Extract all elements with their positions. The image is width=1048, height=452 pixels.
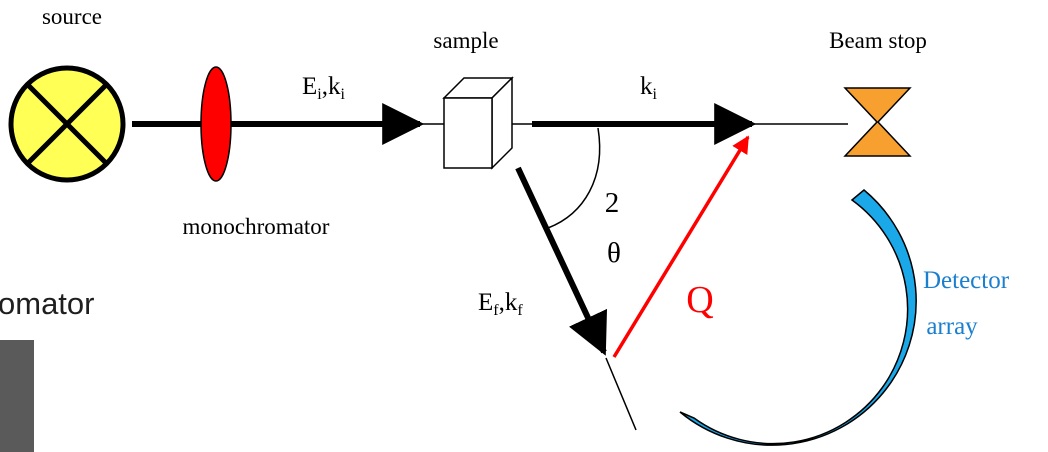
detector-array-icon [679, 189, 917, 446]
angle-two-label: 2 [605, 187, 620, 219]
ef-k: ,k [499, 289, 518, 316]
beam-stop-icon [843, 87, 912, 157]
incident-energy-wavevector-label: Ei,ki [302, 73, 345, 103]
ki-k: k [640, 73, 653, 100]
source-label: source [42, 4, 102, 29]
ki-sub-i: i [653, 86, 658, 103]
ef-e: E [478, 289, 493, 316]
ef-sub-f: f [493, 302, 499, 319]
scattered-beam-thin [605, 357, 637, 431]
monochromator-icon [200, 66, 232, 182]
cut-off-caption: omator [0, 286, 94, 321]
detector-label-line2: array [926, 313, 978, 340]
source-icon [8, 65, 126, 183]
photo-strip [0, 340, 34, 452]
angle-theta-label: θ [607, 237, 621, 269]
q-vector-arrow [612, 135, 750, 358]
transmitted-wavevector-label: ki [640, 73, 658, 103]
ei-sub-i2: i [340, 86, 345, 103]
scattered-beam-arrow [515, 166, 608, 356]
scattering-angle-arc [547, 127, 601, 229]
ei-sub-i: i [317, 86, 322, 103]
ef-sub-f2: f [517, 302, 523, 319]
monochromator-label: monochromator [183, 214, 330, 239]
scattered-energy-wavevector-label: Ef,kf [478, 289, 523, 319]
detector-label-line1: Detector [923, 267, 1010, 294]
q-label: Q [686, 279, 713, 321]
beam-stop-label: Beam stop [829, 28, 927, 53]
ei-e: E [302, 73, 317, 100]
sample-label: sample [433, 28, 498, 53]
ei-k: ,k [322, 73, 341, 100]
sample-cube-icon [442, 76, 514, 170]
